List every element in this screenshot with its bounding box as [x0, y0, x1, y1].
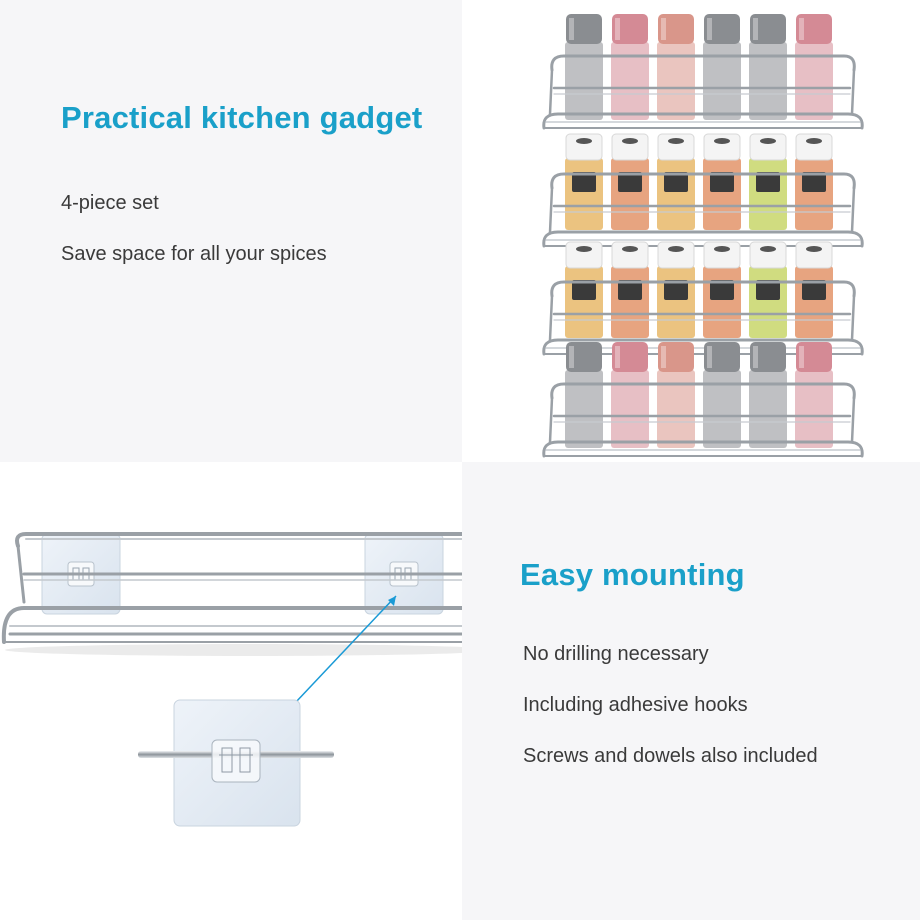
rack-wire [542, 172, 864, 248]
feature-line: Screws and dowels also included [523, 745, 818, 767]
spice-rack [542, 133, 864, 248]
feature-line: No drilling necessary [523, 643, 709, 665]
spice-racks-illustration [542, 14, 864, 458]
spice-jar [611, 14, 649, 120]
spice-jar [565, 241, 603, 338]
feature-line: Including adhesive hooks [523, 694, 748, 716]
rack-wire [542, 54, 864, 130]
spice-jar [657, 14, 695, 120]
spice-jar [565, 14, 603, 120]
spice-jar [657, 342, 695, 448]
spice-jar [795, 14, 833, 120]
spice-jar [749, 241, 787, 338]
spice-jar [611, 342, 649, 448]
spice-rack [542, 342, 864, 458]
spice-rack-single [1, 532, 462, 644]
spice-jar [703, 14, 741, 120]
spice-jar [795, 133, 833, 230]
hook-icon [138, 699, 334, 827]
spice-jar [749, 14, 787, 120]
spice-jar [565, 342, 603, 448]
feature-line: Save space for all your spices [61, 243, 327, 265]
heading-practical: Practical kitchen gadget [61, 100, 423, 135]
spice-jar [703, 133, 741, 230]
feature-panel-bottom: Easy mounting No drilling necessary Incl… [462, 462, 920, 920]
spice-jar [565, 133, 603, 230]
product-image-spice-racks [462, 0, 920, 462]
spice-jar [795, 342, 833, 448]
spice-jar [657, 133, 695, 230]
spice-jar [749, 342, 787, 448]
mounting-diagram [1, 532, 462, 827]
spice-jar [611, 241, 649, 338]
rack-wire [542, 382, 864, 458]
spice-jar [703, 342, 741, 448]
spice-rack [542, 241, 864, 356]
spice-jar [795, 241, 833, 338]
feature-line: 4-piece set [61, 192, 159, 214]
spice-jar [749, 133, 787, 230]
spice-jar [657, 241, 695, 338]
spice-jar [611, 133, 649, 230]
mounting-illustration [0, 462, 462, 920]
spice-jar [703, 241, 741, 338]
heading-easy-mounting: Easy mounting [520, 557, 745, 592]
feature-panel-top: Practical kitchen gadget 4-piece set Sav… [0, 0, 462, 462]
spice-rack [542, 14, 864, 130]
